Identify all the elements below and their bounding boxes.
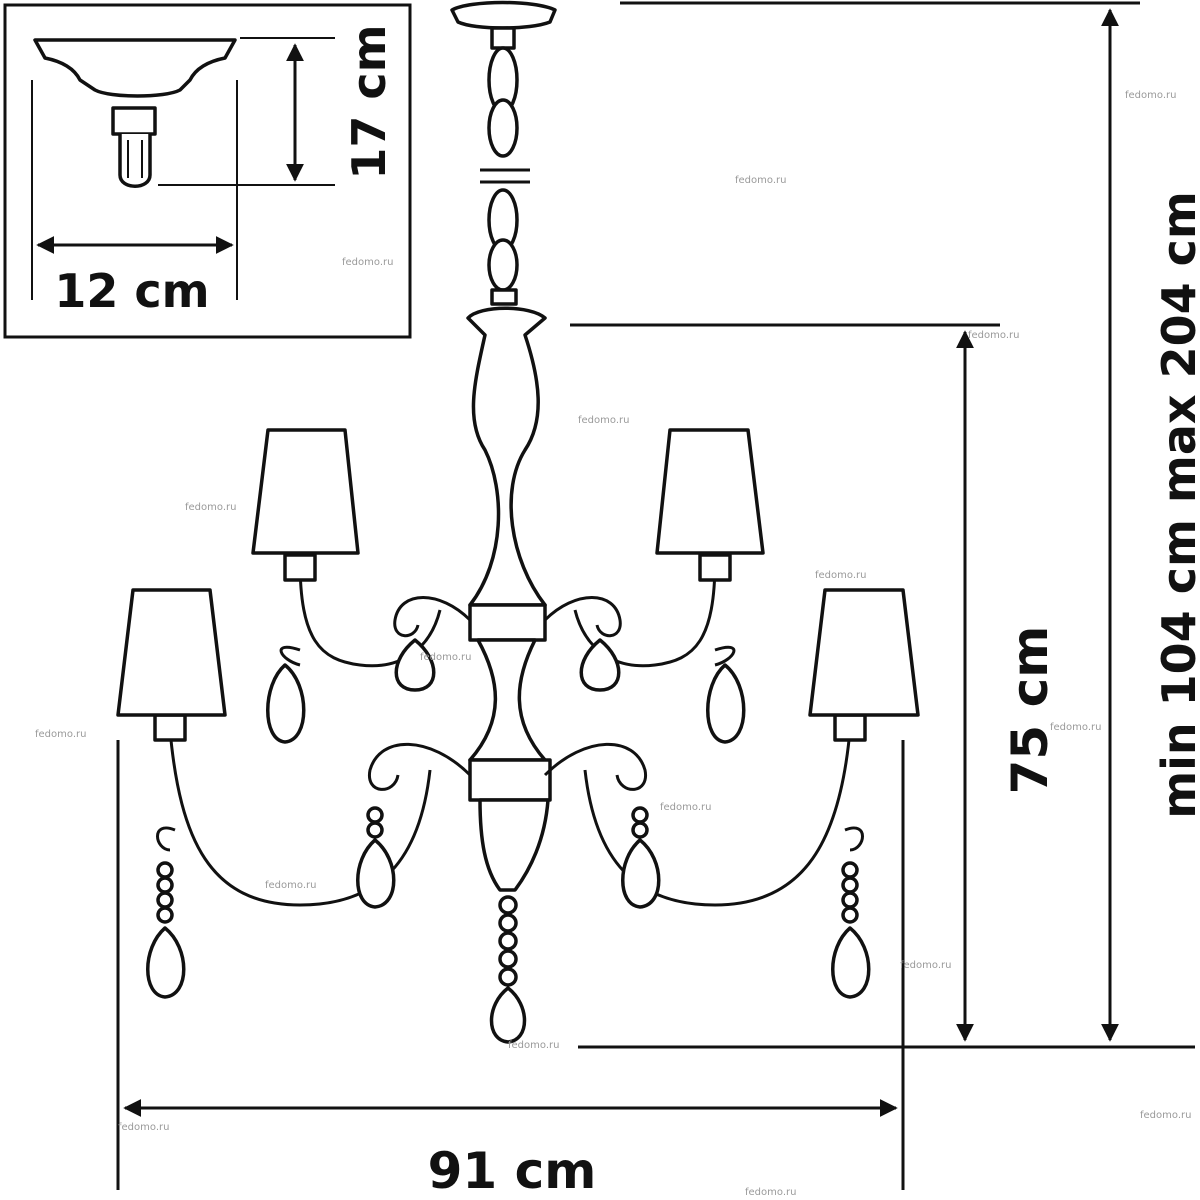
dimension-lines — [116, 1, 1195, 1190]
watermark: fedomo.ru — [900, 960, 951, 971]
inset-canopy-detail: 17 cm 12 cm — [3, 3, 412, 339]
central-crystal-drop — [489, 895, 527, 1044]
watermark: fedomo.ru — [508, 1040, 559, 1051]
canopy-and-chain — [450, 0, 557, 306]
body-height-label: 75 cm — [1001, 626, 1059, 795]
watermark: fedomo.ru — [1140, 1110, 1191, 1121]
width-label: 91 cm — [428, 1142, 597, 1200]
central-column — [466, 306, 552, 1044]
watermark: fedomo.ru — [815, 570, 866, 581]
watermark: fedomo.ru — [342, 257, 393, 268]
watermark: fedomo.ru — [118, 1122, 169, 1133]
watermarks: fedomo.ru fedomo.ru fedomo.ru fedomo.ru … — [35, 90, 1191, 1198]
upper-arm-left — [251, 428, 472, 744]
inset-width-label: 12 cm — [54, 264, 209, 318]
watermark: fedomo.ru — [185, 502, 236, 513]
upper-arm-right — [543, 428, 765, 744]
watermark: fedomo.ru — [265, 880, 316, 891]
watermark: fedomo.ru — [745, 1187, 796, 1198]
watermark: fedomo.ru — [1050, 722, 1101, 733]
watermark: fedomo.ru — [660, 802, 711, 813]
lower-arm-right — [543, 588, 920, 999]
watermark: fedomo.ru — [420, 652, 471, 663]
watermark: fedomo.ru — [968, 330, 1019, 341]
inset-height-label: 17 cm — [342, 24, 396, 179]
watermark: fedomo.ru — [1125, 90, 1176, 101]
watermark: fedomo.ru — [35, 729, 86, 740]
total-height-label: min 104 cm max 204 cm — [1152, 191, 1200, 819]
watermark: fedomo.ru — [578, 415, 629, 426]
watermark: fedomo.ru — [735, 175, 786, 186]
lower-arm-left — [116, 588, 472, 999]
